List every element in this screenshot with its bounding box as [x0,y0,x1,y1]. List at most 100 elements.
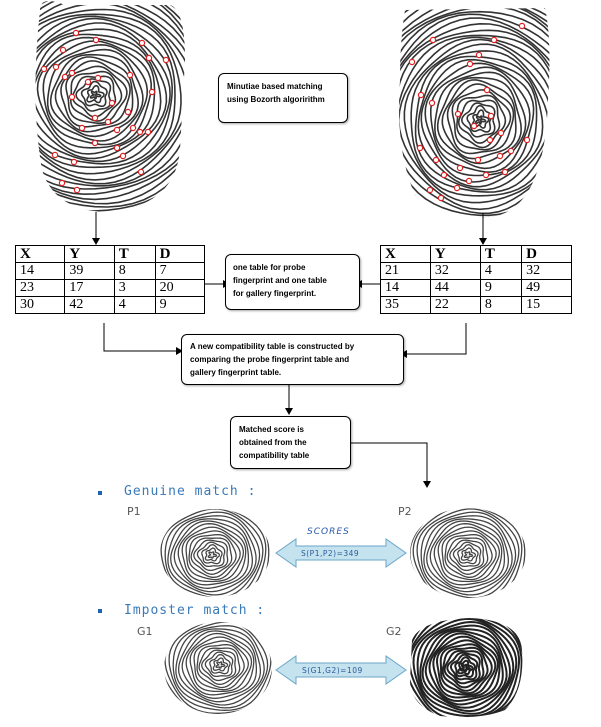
table-cell: 49 [521,279,572,297]
minutia-marker [73,186,81,194]
scores-title: SCORES [307,527,350,537]
minutia-marker [475,51,483,59]
fingerprint-ridge [446,83,515,155]
minutia-marker [426,186,434,194]
fingerprint-ridge [42,43,149,146]
fingerprint-ridge [196,541,226,568]
fingerprint-ridge [403,38,550,197]
table-cell: 30 [14,296,66,314]
fingerprint-ridge [36,40,153,149]
fingerprint-ridge [86,84,105,104]
table-cell: 21 [380,262,431,280]
table-note-line-2: fingerprint and one table [233,276,327,285]
minutia-marker [429,36,437,44]
fingerprint-ridge [399,36,550,204]
table-cell: 15 [521,296,572,314]
minutia-marker [486,136,494,144]
fingerprint-ridge [181,630,258,699]
compat-line-2: comparing the probe fingerprint table an… [190,355,350,364]
table-note-line-1: one table for probe [233,263,306,272]
fingerprint-ridge [443,649,485,689]
bozorth-line-2: using Bozorth algoririthm [227,95,325,104]
fingerprint-ridge [201,649,237,682]
minutia-marker [58,179,66,187]
fingerprint-ridge [212,657,229,672]
table-cell: 23 [14,279,66,297]
fingerprint-ridge [430,66,531,173]
fingerprint-ridge [170,518,253,593]
minutia-marker [482,171,490,179]
fingerprint-ridge [201,544,223,565]
connector-arrows [95,212,484,483]
fingerprint-ridge [460,547,477,562]
gallery-minutiae-markers [408,22,531,202]
table-cell: 7 [154,262,206,280]
minutia-marker [470,122,478,130]
fingerprint-ridge [399,8,550,218]
minutia-marker [432,156,440,164]
fingerprint-ridge [454,656,476,678]
minutia-marker [454,110,462,118]
minutia-marker [137,168,145,176]
bullet-icon [98,609,102,613]
table-cell: 8 [113,262,156,280]
genuine-score-value: S(P1,P2)=349 [301,549,360,558]
table-cell: 32 [429,262,481,280]
minutia-marker [129,124,137,132]
minutia-marker [496,152,504,160]
minutia-marker [40,65,48,73]
imposter-match-title: Imposter match : [124,603,266,618]
minutia-marker [417,91,425,99]
fingerprint-ridge [185,632,255,696]
fingerprint-probe-image [35,1,185,212]
minutia-marker [416,144,424,152]
minutia-marker [440,171,448,179]
fingerprint-ridge [399,8,550,218]
table-cell: 3 [113,279,156,297]
fingerprint-ridge [412,618,518,718]
minutia-marker [59,46,67,54]
fingerprint-ridge [175,625,265,706]
fingerprint-ridge [434,71,527,170]
table-cell: 44 [429,279,481,297]
score-box-line-3: compatibility table [239,451,310,460]
minutia-marker [138,39,146,47]
minutia-marker [497,129,505,137]
compatibility-table-box: A new compatibility table is constructed… [181,334,404,385]
minutia-marker [162,56,170,64]
compat-line-1: A new compatibility table is constructed… [190,342,355,351]
probe-minutiae-markers [40,29,170,194]
table-cell: 8 [479,296,523,314]
fingerprint-ridge [35,22,171,165]
minutia-marker [490,36,498,44]
fingerprint-ridge [449,539,485,572]
fingerprint-ridge [446,537,489,575]
minutia-marker [501,168,509,176]
column-header: X [380,245,431,263]
minutia-marker [68,69,76,77]
arrow-score-to-results [351,442,428,483]
minutia-marker [51,151,59,159]
fingerprint-ridge [437,526,501,583]
fingerprint-ridge [193,640,249,691]
minutia-marker [145,54,153,62]
fingerprint-ridge [399,34,550,211]
fingerprint-ridge [429,520,506,589]
fingerprint-ridge [35,1,185,212]
fingerprint-ridge [173,520,250,589]
minutia-marker [456,164,464,172]
imposter-score-value: S(G1,G2)=109 [302,666,363,675]
fingerprint-ridge [190,537,233,575]
table-cell: 20 [154,279,206,297]
column-header: Y [64,245,115,263]
fingerprint-ridge [160,509,267,597]
column-header: T [479,245,523,263]
table-note-line-3: for gallery fingerprint. [233,289,317,298]
p1-label: P1 [127,505,141,518]
